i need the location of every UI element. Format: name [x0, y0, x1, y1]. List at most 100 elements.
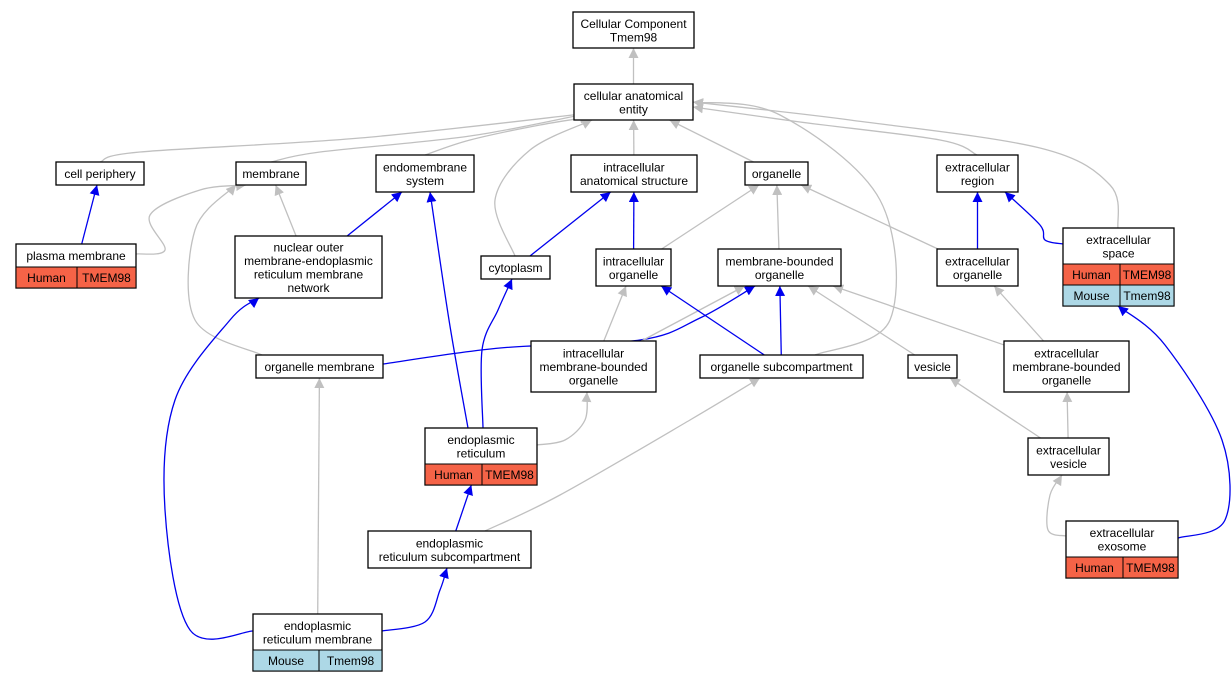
term-box [907, 354, 958, 379]
term-label-line: vesicle [914, 360, 951, 374]
term-box [255, 354, 384, 379]
species-cell: Human [1072, 268, 1111, 282]
term-box [367, 530, 532, 569]
edge-nuc-to-mem-is-a [274, 184, 297, 237]
edge-erm-to-ersc-part-of [381, 567, 449, 632]
edge-osc-to-mbo-part-of [775, 285, 786, 356]
term-label-line: nuclear outer [273, 240, 343, 254]
edge-cyto-to-ias-part-of [529, 191, 612, 257]
term-box [595, 248, 672, 287]
term-label-line: membrane-bounded [1012, 360, 1120, 374]
edge-erm-to-om-is-a [314, 377, 325, 615]
edge-layer [81, 48, 1231, 640]
edge-imbo-to-io-is-a [603, 285, 627, 342]
term-label-line: extracellular [1090, 526, 1155, 540]
species-cell: Human [434, 468, 473, 482]
term-label-line: system [406, 174, 444, 188]
gene-cell-bg [481, 463, 538, 486]
term-label-line: network [287, 281, 330, 295]
term-node-mem[interactable]: membrane [235, 161, 307, 186]
gene-cell: TMEM98 [82, 271, 131, 285]
term-box [55, 161, 145, 186]
term-label-line: cytoplasm [488, 261, 542, 275]
edge-io-to-org-is-a [661, 184, 760, 250]
term-label-line: anatomical structure [580, 174, 688, 188]
term-label-line: endoplasmic [447, 433, 514, 447]
term-label-line: organelle [953, 268, 1003, 282]
term-box [744, 161, 809, 186]
term-label-line: space [1102, 246, 1134, 260]
edge-imbo-to-mbo-is-a [641, 285, 746, 342]
edge-exsm-to-exs-part-of [1117, 305, 1231, 539]
term-label-line: organelle [1042, 374, 1092, 388]
gene-cell: TMEM98 [1126, 561, 1175, 575]
term-label-line: cellular anatomical [584, 89, 683, 103]
term-label-line: intracellular [603, 160, 664, 174]
term-label-line: endomembrane [383, 160, 467, 174]
term-label-line: intracellular [603, 254, 664, 268]
term-label-line: extracellular [1034, 347, 1099, 361]
term-box [573, 83, 694, 121]
term-box [572, 11, 695, 49]
term-label-line: entity [619, 102, 648, 116]
term-label-line: membrane-bounded [539, 360, 647, 374]
term-box [235, 161, 307, 186]
term-node-om[interactable]: organelle membrane [255, 354, 384, 379]
edge-pm-to-mem-is-a [135, 181, 247, 255]
term-node-ves[interactable]: vesicle [907, 354, 958, 379]
term-node-nuc[interactable]: nuclear outermembrane-endoplasmicreticul… [234, 235, 383, 299]
edge-ves-to-mbo-is-a [807, 285, 916, 356]
term-label-line: reticulum membrane [263, 632, 373, 646]
term-label-line: organelle [569, 374, 619, 388]
edge-cp-to-cae-is-a [99, 109, 591, 163]
gene-cell-bg [76, 266, 137, 289]
edge-osc-to-cae-is-a [692, 98, 898, 356]
term-box [936, 248, 1019, 287]
edge-org-to-cae-is-a [669, 119, 754, 163]
gene-cell-bg [318, 649, 383, 672]
edge-nuc-to-ems-part-of [346, 191, 403, 237]
term-label-line: organelle membrane [264, 360, 374, 374]
term-box [570, 154, 698, 193]
term-node-osc[interactable]: organelle subcompartment [699, 354, 864, 379]
gene-cell: TMEM98 [1123, 268, 1172, 282]
edge-embo-to-exo-is-a [993, 285, 1045, 342]
edge-embo-to-mbo-is-a [832, 284, 1005, 346]
term-node-cyto[interactable]: cytoplasm [480, 255, 551, 280]
edge-erm-to-nuc-part-of [163, 297, 260, 640]
edge-mbo-to-org-is-a [772, 184, 783, 250]
edge-ersc-to-osc-is-a [484, 377, 761, 532]
edge-mem-to-cae-is-a [270, 109, 591, 163]
edge-exr-to-cae-is-a [692, 103, 978, 156]
term-label-line: extracellular [1036, 443, 1101, 457]
species-cell: Mouse [1073, 289, 1109, 303]
term-box [1003, 340, 1130, 393]
term-node-org[interactable]: organelle [744, 161, 809, 186]
term-node-cp[interactable]: cell periphery [55, 161, 145, 186]
term-label-line: reticulum membrane [254, 267, 364, 281]
term-label-line: organelle [609, 268, 659, 282]
term-box [530, 340, 657, 393]
edge-er-to-ems-part-of [426, 191, 469, 429]
edge-ems-to-cae-is-a [424, 113, 591, 156]
species-cell: Mouse [268, 654, 304, 668]
